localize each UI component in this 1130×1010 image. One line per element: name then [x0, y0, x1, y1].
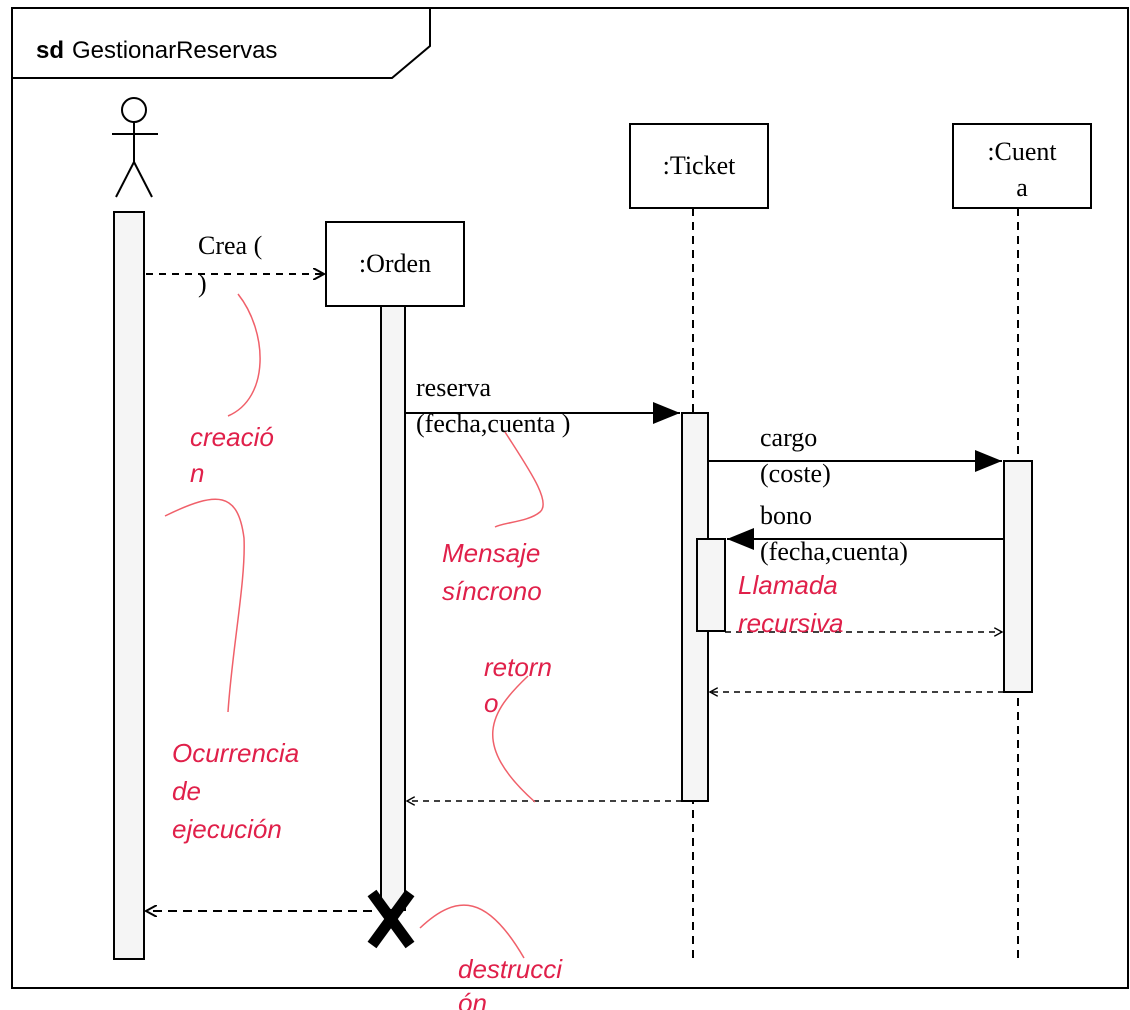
reserva-message-label-2: (fecha,cuenta ) — [416, 409, 570, 438]
cuenta-activation — [1003, 460, 1033, 693]
annotations: creació n Mensaje síncrono Llamada recur… — [172, 422, 843, 1010]
mensaje-pointer — [494, 431, 544, 528]
cargo-message-label-1: cargo — [760, 423, 817, 452]
annotation-creacion-2: n — [190, 458, 204, 488]
annotation-retorno-1: retorn — [484, 652, 552, 682]
crea-message-label-1: Crea ( — [198, 231, 262, 260]
lifeline-cuenta-label-2: a — [1016, 173, 1028, 202]
annotation-ocurrencia-1: Ocurrencia — [172, 738, 299, 768]
destruction-x-icon — [367, 889, 415, 949]
crea-message-label-2: ) — [198, 269, 207, 298]
bono-message-label-2: (fecha,cuenta) — [760, 537, 908, 566]
retorno-pointer — [492, 675, 536, 803]
orden-activation — [380, 305, 406, 911]
lifeline-cuenta-head — [952, 123, 1092, 209]
creacion-pointer — [227, 293, 261, 417]
cargo-message-label-2: (coste) — [760, 459, 831, 488]
annotation-llamada-2: recursiva — [738, 608, 843, 638]
annotation-ocurrencia-3: ejecución — [172, 814, 282, 844]
annotation-retorno-2: o — [484, 688, 498, 718]
frame-name-tab — [12, 8, 431, 79]
destruccion-pointer — [419, 904, 525, 959]
annotation-destruccion-1: destrucci — [458, 954, 563, 984]
lifeline-orden-label: :Orden — [359, 249, 431, 278]
lifeline-ticket-head — [629, 123, 769, 209]
annotation-ocurrencia-2: de — [172, 776, 201, 806]
annotation-mensaje-1: Mensaje — [442, 538, 540, 568]
reserva-message-label-1: reserva — [416, 373, 492, 402]
ticket-recursive-activation — [696, 538, 726, 632]
annotation-mensaje-2: síncrono — [442, 576, 542, 606]
bono-message-label-1: bono — [760, 501, 812, 530]
actor-activation — [113, 211, 145, 960]
lifeline-ticket-label: :Ticket — [663, 151, 736, 180]
annotation-creacion-1: creació — [190, 422, 274, 452]
ocurrencia-pointer — [164, 498, 245, 713]
annotation-curves — [164, 293, 544, 959]
lifeline-orden-head — [325, 221, 465, 307]
actor-icon — [112, 97, 158, 198]
annotation-destruccion-2: ón — [458, 988, 487, 1010]
lifeline-cuenta-label-1: :Cuent — [987, 137, 1057, 166]
diagram-frame — [11, 7, 1129, 989]
annotation-llamada-1: Llamada — [738, 570, 838, 600]
